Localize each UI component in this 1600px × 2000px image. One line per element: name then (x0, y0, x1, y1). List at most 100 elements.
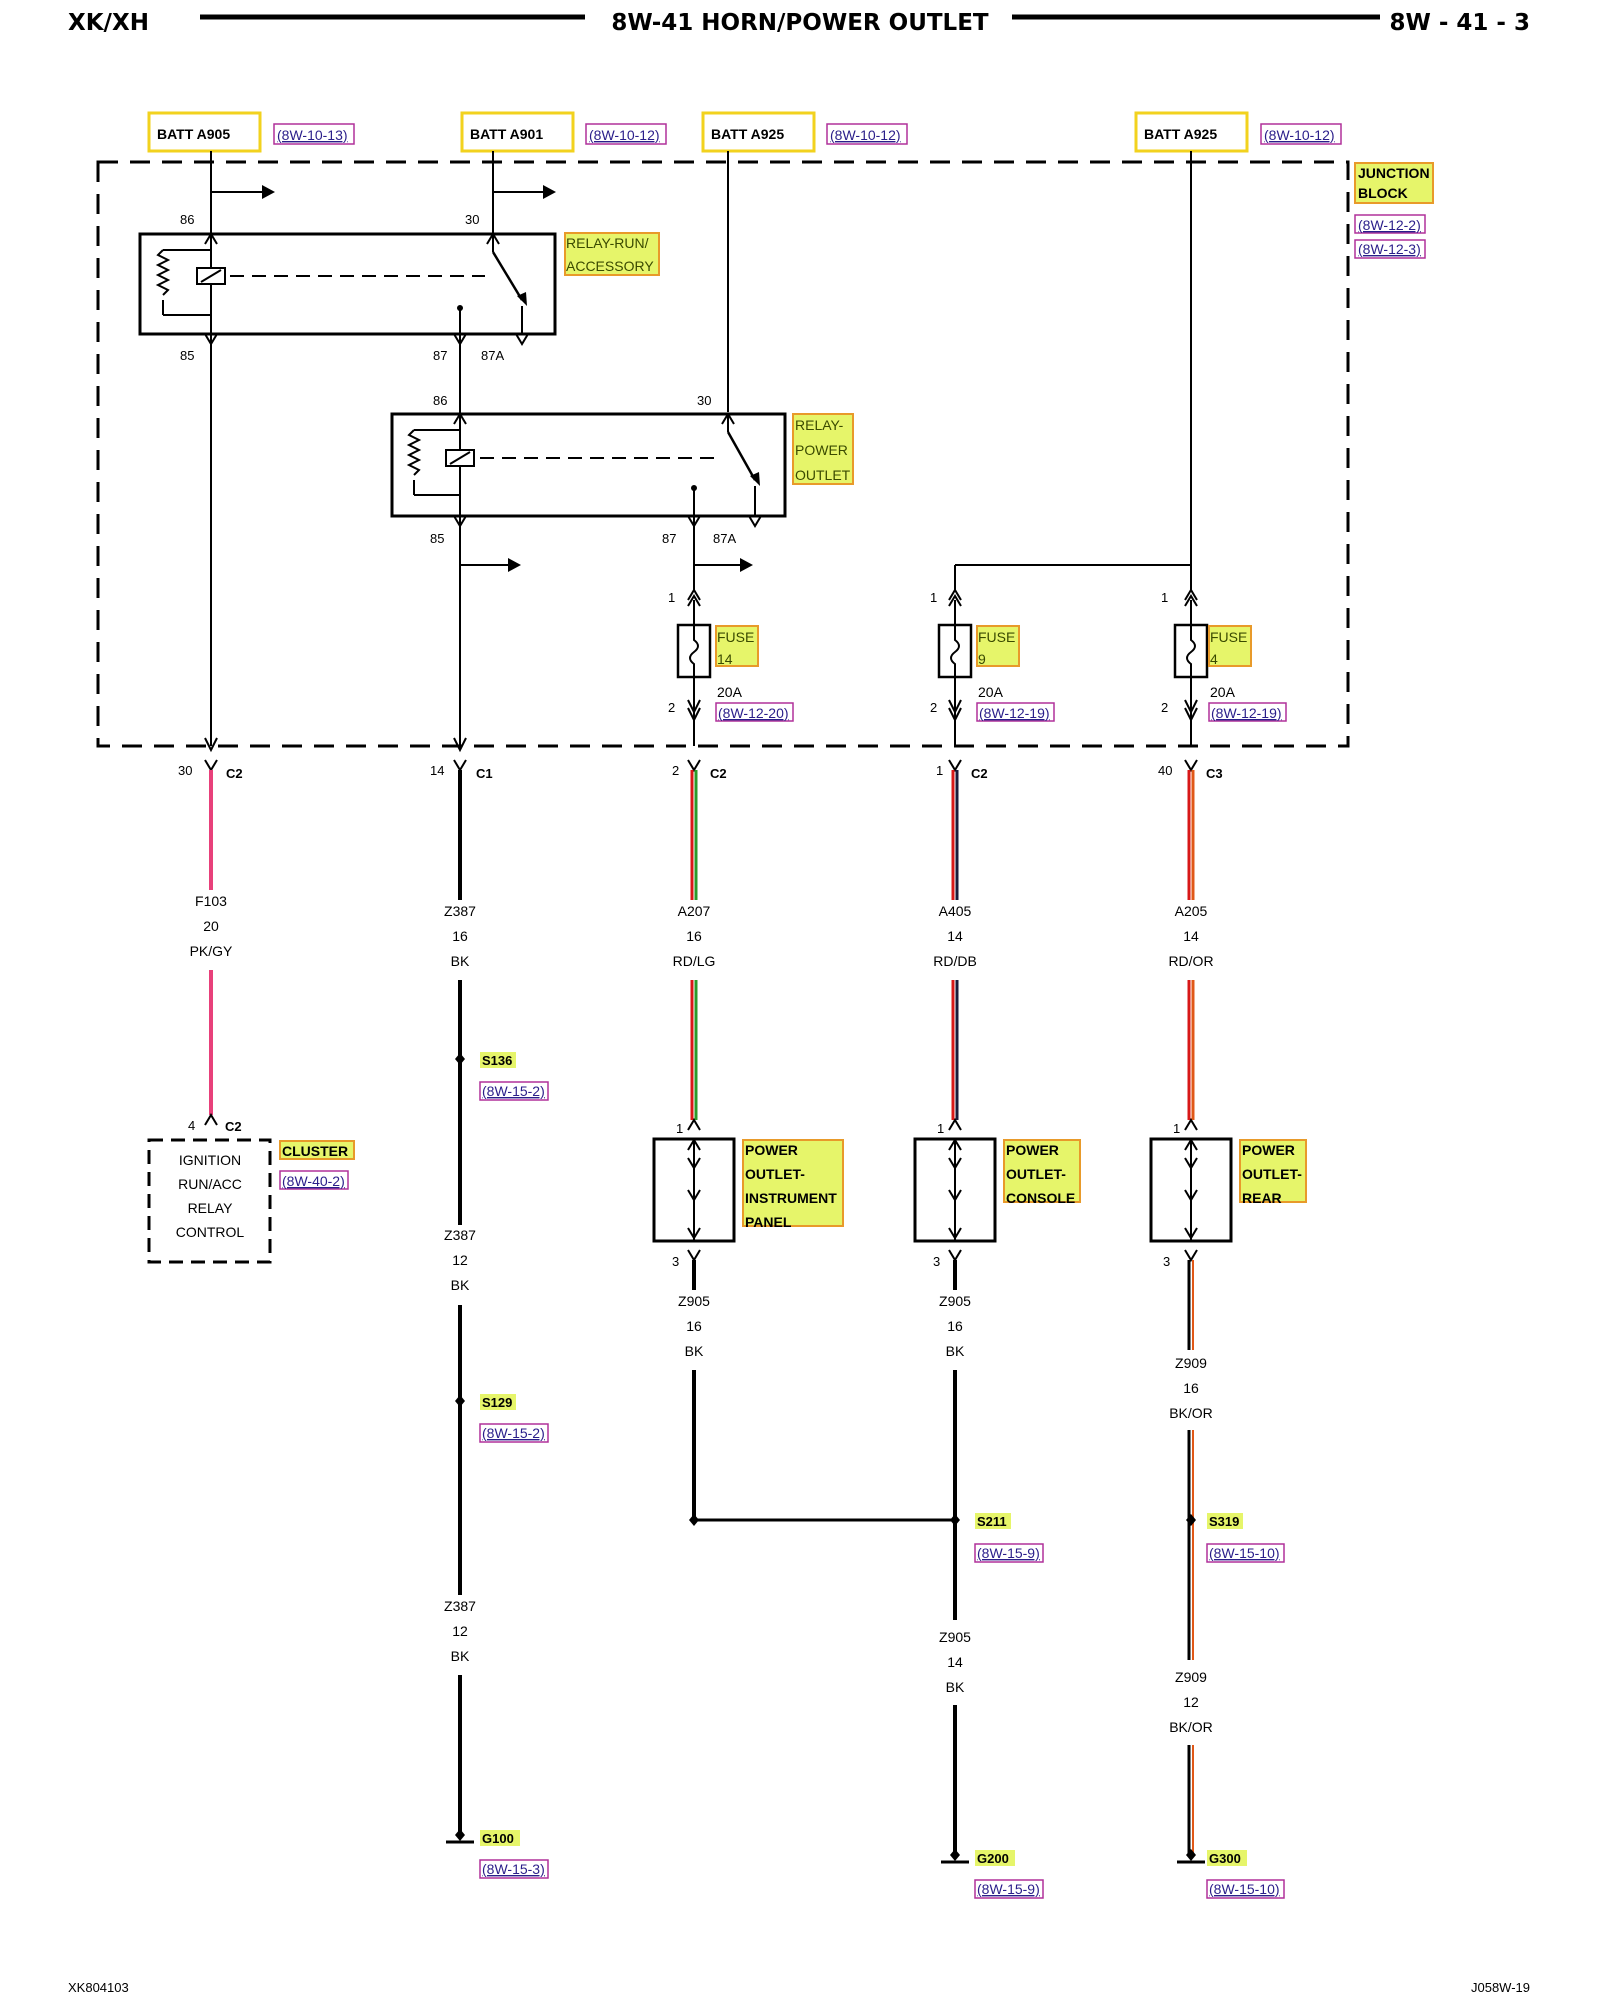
cluster: 4 C2 IGNITION RUN/ACC RELAY CONTROL CLUS… (147, 1113, 355, 1264)
ground-ref[interactable]: (8W-15-3) (482, 1861, 545, 1877)
outlet-pin-bottom: 3 (1163, 1254, 1170, 1269)
wire-color: BK (451, 1648, 470, 1664)
batt-box (460, 111, 575, 153)
outlet-pin-top: 1 (676, 1121, 683, 1136)
outlet-line4: PANEL (745, 1214, 792, 1230)
page-header: XK/XH 8W-41 HORN/POWER OUTLET 8W - 41 - … (68, 10, 1530, 36)
fuse-pin-bottom: 2 (930, 700, 937, 715)
cluster-line2: RUN/ACC (178, 1176, 242, 1192)
label-bg (1208, 625, 1252, 667)
ground-ref[interactable]: (8W-15-10) (1209, 1881, 1280, 1897)
pin-marker (948, 588, 962, 607)
pin-86: 86 (180, 212, 194, 227)
label-bg (1239, 1139, 1307, 1203)
fuse-num: 4 (1210, 651, 1218, 667)
cluster-pin: 4 (188, 1118, 195, 1133)
relay-outlet-line2: POWER (795, 442, 848, 458)
splice-ref[interactable]: (8W-15-10) (1209, 1545, 1280, 1561)
fuse-name: FUSE (978, 629, 1015, 645)
ref-box (976, 702, 1055, 722)
pin-marker (687, 1138, 701, 1151)
ref-box (1354, 214, 1426, 234)
fuse-rating: 20A (1210, 684, 1236, 700)
wire-gauge: 16 (686, 1318, 702, 1334)
batt-label: BATT A925 (1144, 126, 1217, 142)
splice-s136: S136 (8W-15-2) (455, 1052, 549, 1101)
ref-box (826, 123, 908, 145)
pin-marker (687, 699, 701, 723)
pin-marker (948, 1227, 962, 1240)
cluster-conn: C2 (225, 1119, 242, 1134)
splice-ref[interactable]: (8W-15-2) (482, 1425, 545, 1441)
relay-run-line2: ACCESSORY (566, 258, 654, 274)
wire-color: BK/OR (1169, 1405, 1213, 1421)
jb-ref1[interactable]: (8W-12-2) (1358, 217, 1421, 233)
wire-circuit: Z387 (444, 1227, 476, 1243)
fuse-pin-top: 1 (1161, 590, 1168, 605)
label-bg (715, 625, 759, 667)
batt-box (147, 111, 262, 153)
cluster-line1: IGNITION (179, 1152, 241, 1168)
ref-box (1260, 123, 1342, 145)
wire-circuit: Z909 (1175, 1355, 1207, 1371)
batt-label: BATT A925 (711, 126, 784, 142)
fuse-ref[interactable]: (8W-12-20) (718, 705, 789, 721)
pin-marker (1184, 1118, 1198, 1131)
batt-ref[interactable]: (8W-10-13) (277, 127, 348, 143)
footer-right: J058W-19 (1471, 1980, 1530, 1995)
fuse-ref[interactable]: (8W-12-19) (979, 705, 1050, 721)
fuse-9: 1 2 FUSE 9 20A (8W-12-19) (930, 588, 1055, 746)
pin-marker (948, 1189, 962, 1202)
ref-box (974, 1543, 1044, 1563)
conn-pin: 14 (430, 763, 444, 778)
ground-g100: G100 (8W-15-3) (446, 1829, 549, 1879)
batt-ref[interactable]: (8W-10-12) (1264, 127, 1335, 143)
label-bg (279, 1140, 355, 1160)
pin-marker (948, 699, 962, 723)
relay-run-accessory: 86 30 85 87 87A RELAY-RUN/ ACCESSORY (138, 212, 660, 363)
wire-circuit: Z387 (444, 903, 476, 919)
cluster-box (147, 1138, 272, 1264)
connector-marker (1184, 759, 1198, 772)
wire-gauge: 16 (452, 928, 468, 944)
fuse-pin-top: 1 (930, 590, 937, 605)
batt-a901: BATT A901 (8W-10-12) (460, 111, 667, 153)
cluster-ref[interactable]: (8W-40-2) (282, 1173, 345, 1189)
label-bg (742, 1139, 844, 1227)
conn-pin: 1 (936, 763, 943, 778)
fuse-element (689, 625, 699, 677)
wire-circuit: Z909 (1175, 1669, 1207, 1685)
pin-marker (515, 333, 529, 346)
label-bg (1207, 1850, 1247, 1866)
ground-g300: G300 (8W-15-10) (1177, 1849, 1285, 1899)
label-bg (480, 1052, 516, 1068)
batt-a905: BATT A905 (8W-10-13) (147, 111, 355, 153)
label-bg (564, 232, 660, 276)
pin-marker (1184, 588, 1198, 607)
wire-color: BK (451, 1277, 470, 1293)
splice-name: S129 (482, 1395, 512, 1410)
page-title: 8W-41 HORN/POWER OUTLET (611, 10, 989, 36)
fuse-num: 9 (978, 651, 986, 667)
ref-box (1354, 239, 1426, 259)
fuse-ref[interactable]: (8W-12-19) (1211, 705, 1282, 721)
junction-block-label: JUNCTION BLOCK (8W-12-2) (8W-12-3) (1354, 162, 1434, 259)
splice-ref[interactable]: (8W-15-2) (482, 1083, 545, 1099)
batt-ref[interactable]: (8W-10-12) (830, 127, 901, 143)
batt-ref[interactable]: (8W-10-12) (589, 127, 660, 143)
splice-dot-icon (950, 1514, 960, 1526)
contact-dot (691, 485, 697, 491)
outlet-line1: POWER (745, 1142, 798, 1158)
splice-ref[interactable]: (8W-15-9) (977, 1545, 1040, 1561)
wire-color: BK (946, 1343, 965, 1359)
ground-name: G100 (482, 1831, 514, 1846)
fuse-num: 14 (717, 651, 733, 667)
label-bg (480, 1394, 516, 1410)
header-right: 8W - 41 - 3 (1389, 10, 1530, 36)
jb-ref2[interactable]: (8W-12-3) (1358, 241, 1421, 257)
pin-marker (1184, 699, 1198, 723)
pin-marker (687, 1189, 701, 1202)
outlet-pin-top: 1 (937, 1121, 944, 1136)
ground-ref[interactable]: (8W-15-9) (977, 1881, 1040, 1897)
outlet-line2: OUTLET- (745, 1166, 805, 1182)
